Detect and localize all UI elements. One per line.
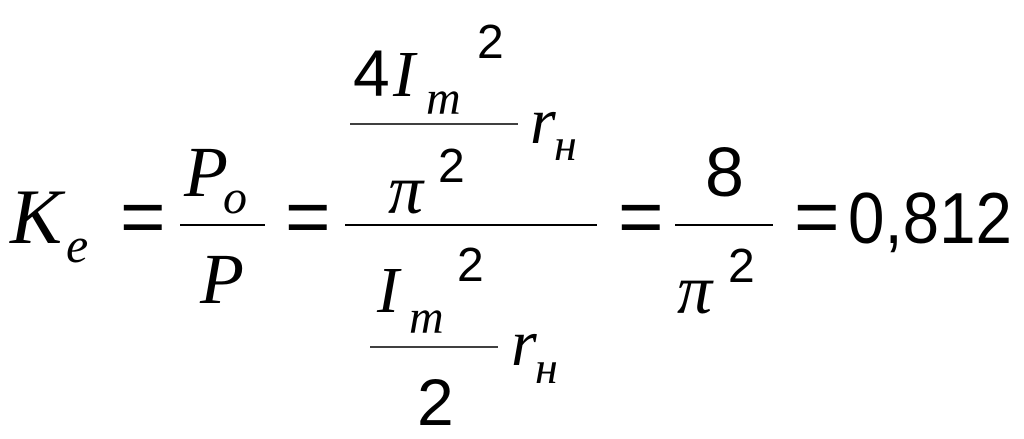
term2-num-resistance-subscript: н	[554, 119, 577, 170]
equals-sign-2: =	[285, 172, 331, 260]
term2-num-coefficient: 4	[353, 36, 390, 110]
term2-den-current-symbol: I	[376, 254, 402, 327]
term1-numerator-subscript: o	[223, 171, 247, 224]
term2-num-current-symbol: I	[392, 38, 418, 111]
term2-den-resistance-symbol: r	[511, 307, 537, 380]
term2-den-inner-denominator: 2	[417, 365, 454, 439]
term3-pi-symbol: π	[677, 252, 714, 329]
result-value: 0,812	[848, 179, 1012, 259]
term2-den-current-exponent: 2	[457, 239, 484, 292]
term2-num-current-exponent: 2	[477, 16, 504, 69]
equals-sign-4: =	[794, 172, 840, 260]
term3-numerator: 8	[705, 133, 744, 211]
term3-pi-exponent: 2	[728, 240, 755, 293]
term1-denominator: P	[199, 239, 244, 319]
equals-sign-3: =	[618, 172, 664, 260]
equals-sign-1: =	[120, 172, 166, 260]
term2-num-pi-exponent: 2	[438, 140, 465, 193]
lhs-symbol: K	[9, 173, 66, 260]
term1-numerator-symbol: P	[183, 132, 228, 212]
term2-num-current-subscript: m	[426, 72, 461, 125]
term2-den-current-subscript: m	[409, 291, 444, 344]
term2-num-resistance-symbol: r	[530, 85, 556, 158]
term2-num-pi-symbol: π	[388, 152, 425, 229]
term2-den-resistance-subscript: н	[535, 342, 558, 393]
lhs-subscript: e	[66, 217, 88, 273]
